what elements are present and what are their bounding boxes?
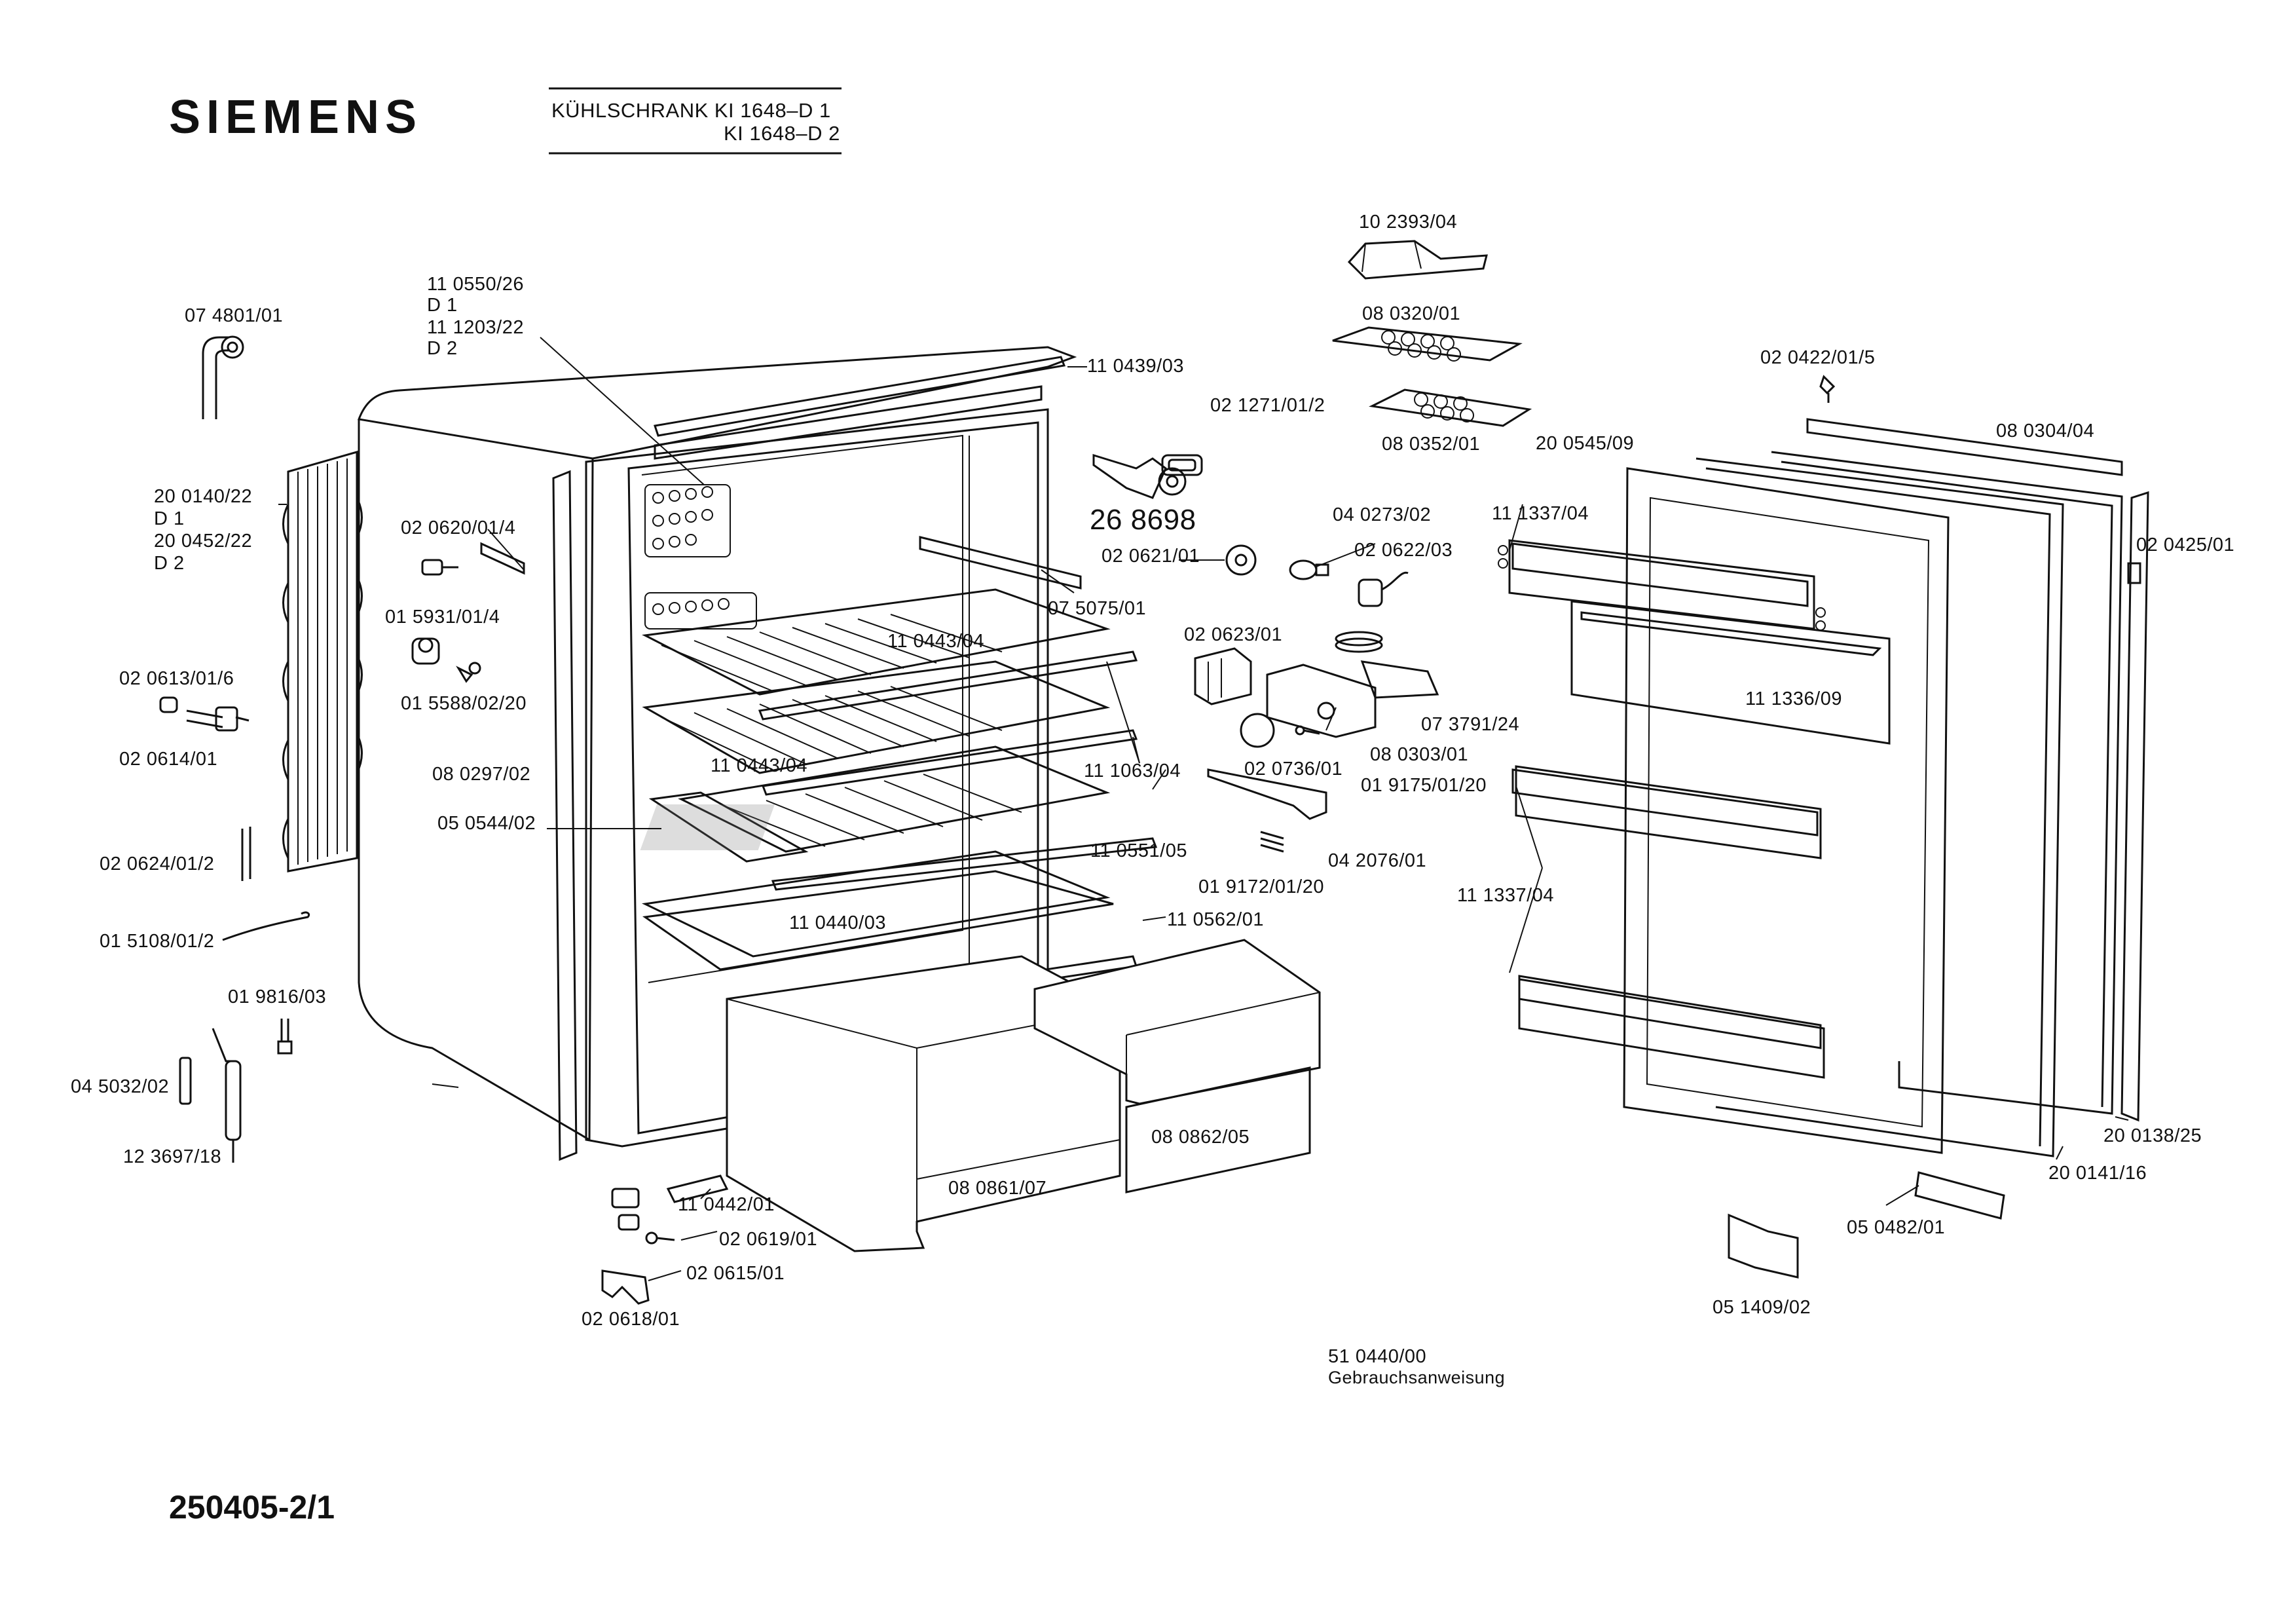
part-label: 02 1271/01/2 <box>1210 395 1325 416</box>
part-label: 11 0442/01 <box>678 1194 775 1215</box>
part-label: 04 0273/02 <box>1333 504 1432 525</box>
part-label: 02 0619/01 <box>719 1229 818 1250</box>
part-label: 12 3697/18 <box>123 1146 222 1167</box>
part-label: 11 0550/26 <box>427 274 524 295</box>
part-label: 01 5588/02/20 <box>401 693 527 714</box>
small-parts-bottom <box>601 1188 675 1305</box>
part-label: 02 0614/01 <box>119 749 218 770</box>
part-label: 11 0439/03 <box>1087 356 1184 377</box>
part-label: 02 0422/01/5 <box>1760 347 1876 368</box>
manual-part-number: 51 0440/00 <box>1328 1346 1427 1367</box>
part-label: 10 2393/04 <box>1359 212 1458 233</box>
part-label: 20 0138/25 <box>2103 1125 2202 1146</box>
part-label: 02 0613/01/6 <box>119 668 234 689</box>
part-label: 01 9175/01/20 <box>1361 775 1487 796</box>
small-parts-left <box>159 335 525 1163</box>
part-label: 08 0297/02 <box>432 764 531 785</box>
part-label: D 1 <box>154 508 185 529</box>
part-label: D 2 <box>154 553 185 574</box>
part-label: 02 0615/01 <box>686 1263 785 1284</box>
part-label: 02 0618/01 <box>582 1309 680 1330</box>
part-label: 11 0443/04 <box>887 631 984 652</box>
part-label: D 1 <box>427 295 458 316</box>
part-label: 02 0620/01/4 <box>401 517 516 538</box>
part-label: 08 0304/04 <box>1996 421 2095 441</box>
part-label: 07 5075/01 <box>1048 598 1147 619</box>
part-label: 05 0544/02 <box>437 813 536 834</box>
part-label: 20 0140/22 <box>154 486 253 507</box>
part-label: 02 0621/01 <box>1102 546 1200 567</box>
leader-lines <box>278 337 2129 1281</box>
part-label: 07 4801/01 <box>185 305 284 326</box>
document-code: 250405-2/1 <box>169 1489 335 1526</box>
part-label: 11 1336/09 <box>1745 688 1842 709</box>
part-label: D 2 <box>427 338 458 359</box>
part-label: 20 0452/22 <box>154 531 253 552</box>
model-title-line2: KI 1648–D 2 <box>724 122 840 145</box>
part-label: 08 0861/07 <box>948 1178 1047 1199</box>
part-label: 20 0545/09 <box>1536 433 1635 454</box>
part-label: 01 9172/01/20 <box>1198 876 1324 897</box>
part-label: 07 3791/24 <box>1421 714 1520 735</box>
part-label: 11 0551/05 <box>1090 840 1187 861</box>
part-label: 08 0862/05 <box>1151 1127 1250 1148</box>
part-label: 02 0622/03 <box>1354 540 1453 561</box>
door-assembly <box>1498 375 2149 1279</box>
part-label: 04 5032/02 <box>71 1076 170 1097</box>
hinge-part-number: 26 8698 <box>1090 504 1196 536</box>
part-label: 11 1203/22 <box>427 317 524 338</box>
part-label: 11 0440/03 <box>789 912 886 933</box>
condenser-coil <box>282 451 363 873</box>
model-title-line1: KÜHLSCHRANK KI 1648–D 1 <box>551 99 831 122</box>
part-label: 01 5931/01/4 <box>385 607 500 628</box>
part-label: 02 0425/01 <box>2136 535 2235 555</box>
cabinet <box>357 346 1321 1252</box>
part-label: 04 2076/01 <box>1328 850 1427 871</box>
part-label: 01 9816/03 <box>228 986 327 1007</box>
part-label: 02 0624/01/2 <box>100 854 215 874</box>
part-label: 05 1409/02 <box>1713 1297 1811 1318</box>
small-parts-center <box>1092 240 1532 853</box>
part-label: 08 0320/01 <box>1362 303 1461 324</box>
part-label: 11 1337/04 <box>1457 885 1554 906</box>
part-label: 11 0562/01 <box>1167 909 1264 930</box>
part-label: 11 1337/04 <box>1492 503 1589 524</box>
part-label: 11 1063/04 <box>1084 760 1181 781</box>
part-label: 11 0443/04 <box>711 755 807 776</box>
part-label: 08 0303/01 <box>1370 744 1469 765</box>
part-label: 20 0141/16 <box>2048 1163 2147 1184</box>
brand-logo: SIEMENS <box>169 91 423 143</box>
manual-label: Gebrauchsanweisung <box>1328 1368 1506 1387</box>
part-label: 02 0736/01 <box>1244 759 1343 779</box>
part-label: 02 0623/01 <box>1184 624 1283 645</box>
part-label: 01 5108/01/2 <box>100 931 215 952</box>
part-label: 08 0352/01 <box>1382 434 1481 455</box>
part-label: 05 0482/01 <box>1847 1217 1946 1238</box>
